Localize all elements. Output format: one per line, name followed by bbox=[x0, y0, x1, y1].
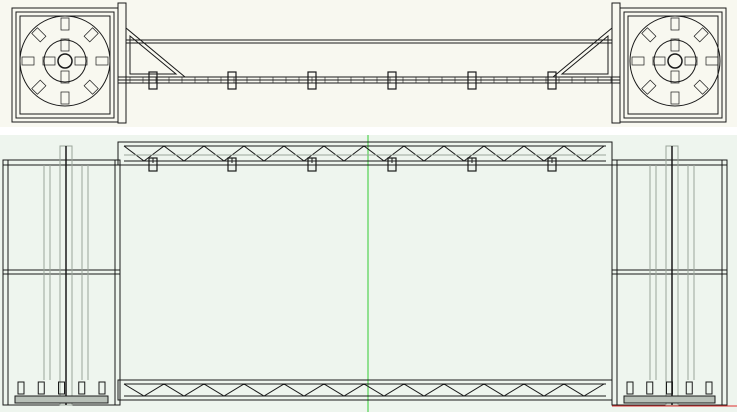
center-pivot bbox=[667, 53, 683, 69]
caster-block bbox=[641, 27, 657, 43]
caster-block bbox=[74, 56, 88, 66]
caster-block bbox=[670, 17, 680, 31]
caster-block bbox=[60, 17, 70, 31]
brace-right-inner bbox=[560, 34, 609, 75]
caster-block bbox=[83, 79, 99, 95]
caster bbox=[58, 381, 65, 395]
top-view-drawing bbox=[11, 2, 727, 124]
truss-lacing bbox=[123, 383, 605, 397]
caster-block bbox=[31, 27, 47, 43]
caster-block bbox=[641, 79, 657, 95]
tower-frame-inner bbox=[623, 11, 723, 119]
caster-block bbox=[631, 56, 645, 66]
caster bbox=[646, 381, 654, 395]
caster bbox=[666, 381, 673, 395]
caster-block bbox=[42, 56, 56, 66]
caster bbox=[98, 381, 106, 395]
turntable-outer bbox=[629, 15, 721, 107]
base-plate bbox=[14, 395, 109, 404]
brace-left-inner bbox=[129, 34, 178, 75]
caster-block bbox=[60, 70, 70, 84]
view-separator bbox=[0, 127, 737, 135]
truss bbox=[117, 141, 613, 166]
caster-block bbox=[670, 38, 680, 52]
caster bbox=[37, 381, 45, 395]
turntable-outer bbox=[19, 15, 111, 107]
truss bbox=[117, 379, 613, 401]
caster bbox=[17, 381, 25, 395]
caster-block bbox=[31, 79, 47, 95]
tower-frame-inner bbox=[15, 11, 115, 119]
caster-block bbox=[95, 56, 109, 66]
front-view-drawing bbox=[2, 135, 737, 412]
caster-block bbox=[60, 38, 70, 52]
brace-left bbox=[125, 26, 187, 78]
brace-right bbox=[551, 26, 613, 78]
caster-block bbox=[684, 56, 698, 66]
caster-block bbox=[693, 79, 709, 95]
caster-block bbox=[83, 27, 99, 43]
caster-block bbox=[670, 70, 680, 84]
caster bbox=[705, 381, 713, 395]
caster-block bbox=[670, 91, 680, 105]
top-view-background bbox=[0, 0, 737, 127]
caster bbox=[685, 381, 693, 395]
caster-block bbox=[21, 56, 35, 66]
caster-block bbox=[693, 27, 709, 43]
base-plate bbox=[623, 395, 716, 404]
caster-block bbox=[60, 91, 70, 105]
caster-block bbox=[705, 56, 719, 66]
turntable-inner bbox=[43, 39, 87, 83]
caster-block bbox=[652, 56, 666, 66]
center-pivot bbox=[57, 53, 73, 69]
caster bbox=[626, 381, 634, 395]
truss-lacing bbox=[123, 145, 605, 162]
caster bbox=[78, 381, 86, 395]
turntable-inner bbox=[653, 39, 697, 83]
